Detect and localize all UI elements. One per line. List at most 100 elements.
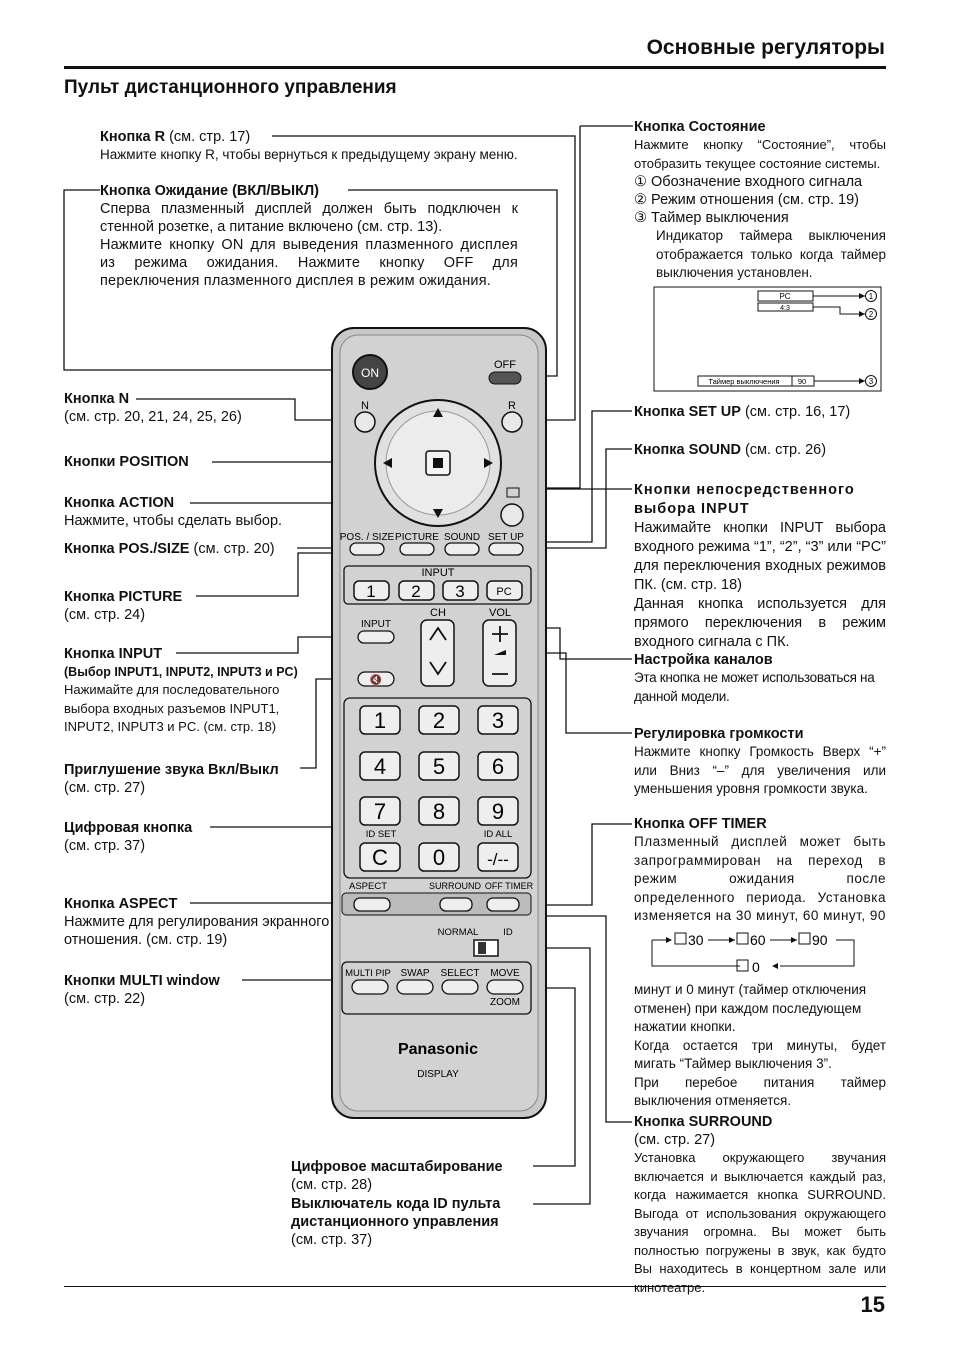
keypad-button (359, 796, 401, 826)
offtimer-desc: Кнопка OFF TIMER Плазменный дисплей може… (634, 816, 886, 923)
svg-text:90: 90 (812, 932, 828, 948)
input-button-desc: Кнопка INPUT (Выбор INPUT1, INPUT2, INPU… (64, 646, 298, 734)
id-label: ID (503, 927, 513, 938)
status-button-desc: Кнопка Состояние Нажмите кнопку “Состоян… (634, 119, 886, 280)
keypad-button (418, 751, 460, 781)
svg-text:Таймер выключения: Таймер выключения (708, 377, 779, 386)
zoom-desc: Цифровое масштабирование(см. стр. 28) (291, 1159, 503, 1193)
keypad-button (477, 751, 519, 781)
keypad-button (418, 842, 460, 872)
keypad-key-label: 4 (374, 754, 386, 779)
svg-text:60: 60 (750, 932, 766, 948)
ch-label: CH (430, 607, 446, 619)
setup-label: SET UP (488, 532, 524, 543)
standby-button-desc: Кнопка Ожидание (ВКЛ/ВЫКЛ) Сперва плазме… (100, 183, 518, 289)
normal-label: NORMAL (438, 927, 479, 938)
r-label: R (508, 400, 516, 412)
channel-desc: Настройка каналов Эта кнопка не может ис… (634, 652, 875, 704)
keypad-key-label: 9 (492, 799, 504, 824)
input1-key: 1 (366, 582, 375, 601)
keypad-key-label: 5 (433, 754, 445, 779)
swap-label: SWAP (400, 968, 429, 979)
display-label: DISPLAY (417, 1069, 459, 1080)
keypad-button (418, 796, 460, 826)
section-title: Пульт дистанционного управления (64, 77, 397, 98)
zoom-label: ZOOM (490, 997, 520, 1008)
svg-text:1: 1 (869, 292, 874, 301)
svg-text:30: 30 (688, 932, 704, 948)
keypad-key-label: 8 (433, 799, 445, 824)
input-group-label: INPUT (422, 567, 455, 579)
surround-label: SURROUND (429, 881, 482, 891)
surround-button-desc: Кнопка SURROUND (см. стр. 27) Установка … (634, 1114, 886, 1295)
move-label: MOVE (490, 968, 520, 979)
svg-text:🔇: 🔇 (370, 673, 382, 686)
direct-input-desc: Кнопки непосредственного выбора INPUT На… (634, 482, 886, 650)
page-number: 15 (860, 1292, 885, 1317)
keypad-button (359, 751, 401, 781)
header-rule (64, 66, 886, 69)
n-button-shape (354, 411, 376, 433)
svg-text:2: 2 (869, 310, 874, 319)
footer-rule (64, 1286, 886, 1287)
keypad-key-label: 7 (374, 799, 386, 824)
idset-label: ID SET (366, 829, 397, 840)
sound-button-desc: Кнопка SOUND (см. стр. 26) (634, 442, 827, 458)
input2-key: 2 (411, 582, 420, 601)
svg-text:4:3: 4:3 (780, 305, 790, 312)
setup-button-desc: Кнопка SET UP (см. стр. 16, 17) (634, 404, 851, 420)
keypad-key-label: 0 (433, 845, 445, 870)
off-timer-cycle: 30 60 90 0 (651, 932, 855, 975)
keypad-key-label: C (372, 845, 388, 870)
keypad-key-label: 2 (433, 708, 445, 733)
aspect-label: ASPECT (349, 881, 387, 892)
on-label: ON (361, 366, 379, 380)
idall-label: ID ALL (484, 829, 513, 840)
possize-label: POS. / SIZE (340, 532, 395, 543)
vol-label: VOL (489, 607, 511, 619)
input-button-label: INPUT (361, 619, 391, 630)
mute-button-desc: Приглушение звука Вкл/Выкл(см. стр. 27) (64, 762, 279, 796)
n-label: N (361, 400, 369, 412)
possize-button-desc: Кнопка POS./SIZE (см. стр. 20) (64, 541, 275, 557)
brand-logo: Panasonic (398, 1041, 478, 1058)
pc-key: PC (496, 586, 511, 598)
multipip-label: MULTI PIP (345, 968, 391, 979)
keypad-button (477, 796, 519, 826)
keypad-button (359, 842, 401, 872)
svg-text:0: 0 (752, 959, 760, 975)
status-osd-diagram: PC 4:3 Таймер выключения 90 1 2 3 (653, 286, 882, 392)
input3-key: 3 (455, 582, 464, 601)
r-button-desc: Кнопка R (см. стр. 17) Нажмите кнопку R,… (100, 129, 518, 162)
keypad-button (477, 842, 519, 872)
position-ring (374, 399, 502, 527)
picture-button-desc: Кнопка PICTURE(см. стр. 24) (64, 589, 183, 623)
position-buttons-desc: Кнопки POSITION (64, 454, 189, 470)
r-button-shape (501, 411, 523, 433)
offtimer-label: OFF TIMER (485, 881, 534, 891)
keypad-key-label: 1 (374, 708, 386, 733)
keypad-key-label: 3 (492, 708, 504, 733)
page-header-title: Основные регуляторы (646, 36, 885, 59)
n-button-desc: Кнопка N(см. стр. 20, 21, 24, 25, 26) (64, 391, 242, 425)
power-area: ON OFF (352, 354, 522, 390)
off-label: OFF (494, 359, 516, 371)
svg-text:3: 3 (869, 377, 874, 386)
picture-label: PICTURE (395, 532, 439, 543)
sound-label: SOUND (444, 532, 480, 543)
keypad-button (477, 705, 519, 735)
volume-desc: Регулировка громкости Нажмите кнопку Гро… (634, 726, 886, 796)
status-button-shape (500, 503, 524, 527)
on-button-shape (352, 354, 388, 390)
svg-text:PC: PC (779, 292, 790, 301)
offtimer-desc-cont: минут и 0 минут (таймер отключения отмен… (634, 982, 886, 1108)
keypad-button (418, 705, 460, 735)
id-switch-desc: Выключатель кода ID пульта дистанционног… (291, 1196, 501, 1248)
svg-text:90: 90 (798, 377, 806, 386)
select-label: SELECT (441, 968, 480, 979)
keypad-button (359, 705, 401, 735)
keypad-key-label: 6 (492, 754, 504, 779)
